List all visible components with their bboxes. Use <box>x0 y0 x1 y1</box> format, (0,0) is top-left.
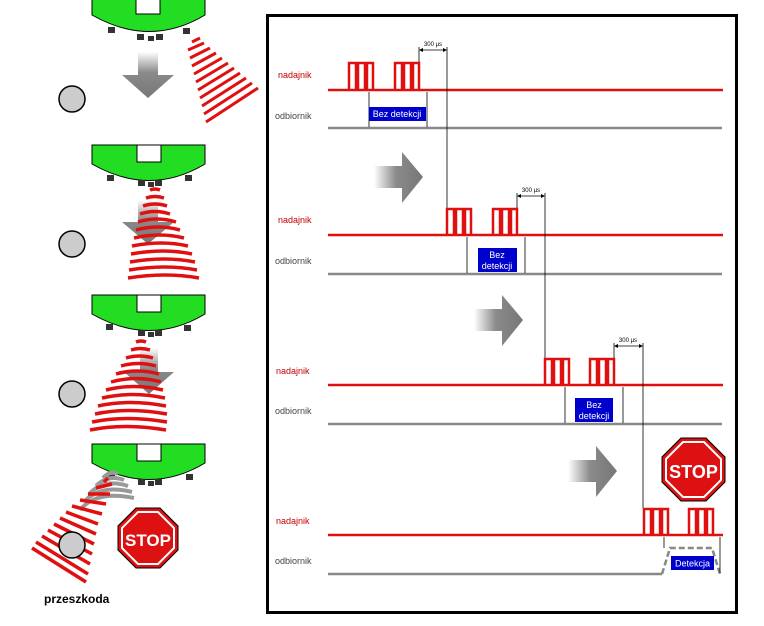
obstacle-circle-3 <box>58 380 86 408</box>
sensor-unit-2 <box>91 144 206 187</box>
no-detection-label: Bez detekcji <box>373 109 422 119</box>
no-detection-label-line1: Bez <box>586 400 602 410</box>
receiver-label: odbiornik <box>275 556 312 566</box>
transmitter-label: nadajnik <box>276 366 310 376</box>
transmit-burst <box>543 357 616 385</box>
obstacle-circle-1 <box>58 85 86 113</box>
arrow-down-icon <box>122 200 174 244</box>
transmit-burst <box>445 207 519 235</box>
transmitter-label: nadajnik <box>276 516 310 526</box>
stop-sign-label: STOP <box>669 462 718 482</box>
no-detection-badge <box>478 248 517 272</box>
no-detection-label-line2: detekcji <box>579 411 610 421</box>
no-detection-label-line1: Bez <box>489 250 505 260</box>
arrow-right-icon <box>568 446 617 497</box>
receiver-label: odbiornik <box>275 111 312 121</box>
transmit-burst <box>642 507 715 535</box>
receiver-label: odbiornik <box>275 256 312 266</box>
detection-badge <box>671 556 714 570</box>
transmitter-label: nadajnik <box>278 215 312 225</box>
timing-label: 300 µs <box>522 188 540 194</box>
ultrasonic-beam-4 <box>31 476 113 584</box>
ultrasonic-beam-3 <box>89 339 168 432</box>
timing-label: 300 µs <box>424 42 442 48</box>
ultrasonic-beam-2 <box>127 187 200 280</box>
stop-sign-icon: STOP <box>661 437 726 502</box>
transmit-burst <box>347 61 421 90</box>
arrow-right-icon <box>474 295 523 346</box>
obstacle-circle-4 <box>58 531 86 559</box>
sensor-unit-4 <box>91 443 206 486</box>
stop-sign-icon: STOP <box>117 507 179 569</box>
arrow-right-icon <box>374 152 423 203</box>
obstacle-circle-2 <box>58 230 86 258</box>
no-detection-badge <box>575 398 613 422</box>
no-detection-badge <box>369 107 426 121</box>
sensor-unit-1 <box>91 0 206 41</box>
transmitter-label: nadajnik <box>278 70 312 80</box>
ultrasonic-beam-1 <box>187 36 259 124</box>
receiver-label: odbiornik <box>275 406 312 416</box>
sensor-unit-3 <box>91 294 206 337</box>
echo-beam-grey <box>78 470 135 512</box>
timing-label: 300 µs <box>619 338 637 344</box>
echo-pulse <box>660 546 722 575</box>
arrow-down-icon <box>122 52 174 98</box>
detection-label: Detekcja <box>675 559 710 569</box>
stop-sign-label: STOP <box>125 531 171 550</box>
obstacle-caption: przeszkoda <box>44 592 110 606</box>
no-detection-label-line2: detekcji <box>482 261 513 271</box>
